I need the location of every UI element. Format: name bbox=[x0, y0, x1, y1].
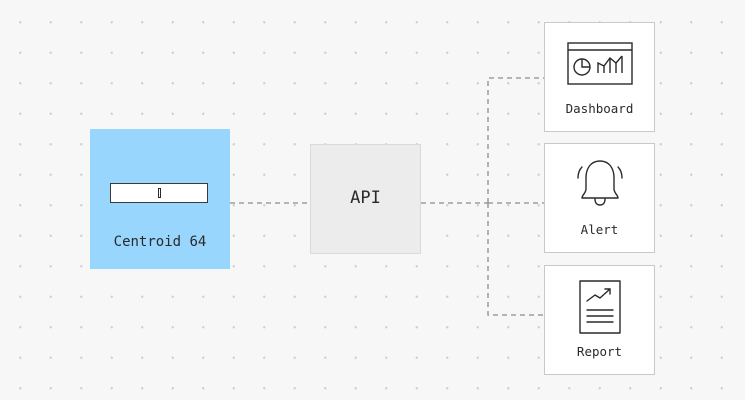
report-label: Report bbox=[576, 344, 623, 359]
report-node: Report bbox=[544, 265, 655, 375]
dashboard-chart-icon bbox=[567, 42, 633, 85]
device-indicator bbox=[158, 188, 161, 198]
connector-to-dashboard bbox=[487, 77, 544, 203]
device-label: Centroid 64 bbox=[113, 234, 207, 250]
api-label: API bbox=[350, 188, 381, 208]
alert-node: Alert bbox=[544, 143, 655, 253]
report-document-icon bbox=[579, 280, 621, 334]
device-display-icon bbox=[110, 183, 208, 203]
dashboard-node: Dashboard bbox=[544, 22, 655, 132]
alert-label: Alert bbox=[580, 222, 619, 237]
dashboard-label: Dashboard bbox=[565, 101, 634, 116]
connector-to-report bbox=[487, 203, 544, 316]
api-node: API bbox=[310, 144, 421, 254]
device-node: Centroid 64 bbox=[90, 129, 230, 269]
bell-icon bbox=[577, 160, 623, 206]
